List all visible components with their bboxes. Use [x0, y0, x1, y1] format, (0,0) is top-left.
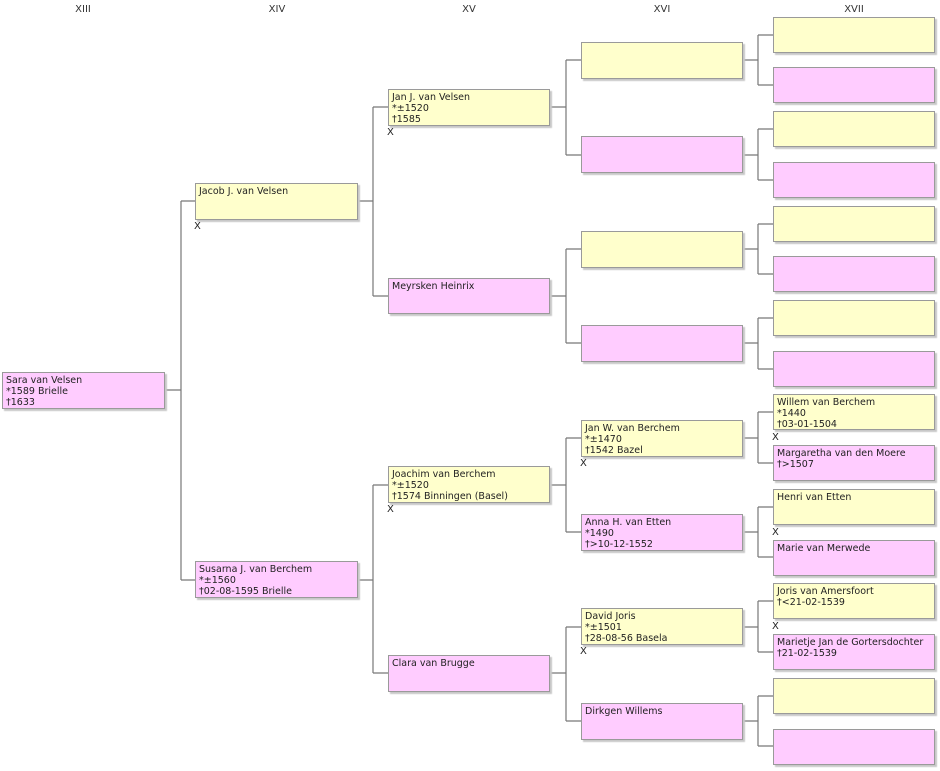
person-name: Jan J. van Velsen: [392, 92, 471, 103]
person-name: David Joris: [585, 611, 636, 622]
person-box-empty[interactable]: [773, 17, 935, 53]
person-box-empty[interactable]: [581, 42, 743, 79]
marriage-marker: X: [194, 221, 201, 232]
person-box-marietje-jan-de-gortersdochter[interactable]: Marietje Jan de Gortersdochter †21-02-15…: [773, 634, 935, 670]
connector-line: [743, 695, 773, 747]
person-box-empty[interactable]: [773, 162, 935, 198]
person-name: Susarna J. van Berchem: [199, 564, 313, 575]
connector-line: [743, 34, 773, 86]
person-death: †21-02-1539: [777, 648, 837, 659]
person-name: Joris van Amersfoort: [777, 586, 874, 597]
person-box-dirkgen-willems[interactable]: Dirkgen Willems: [581, 703, 743, 740]
connector-line: [358, 106, 388, 297]
person-birth: *±1470: [585, 434, 622, 445]
person-name: Margaretha van den Moere: [777, 448, 906, 459]
person-death: †03-01-1504: [777, 419, 837, 430]
marriage-marker: X: [387, 127, 394, 138]
generation-header-xiii: XIII: [75, 4, 91, 15]
person-birth: *1440: [777, 408, 806, 419]
person-name: Marie van Merwede: [777, 543, 871, 554]
person-name: Meyrsken Heinrix: [392, 281, 475, 292]
generation-header-xiv: XIV: [268, 4, 286, 15]
connector-line: [743, 506, 773, 558]
person-box-margaretha-van-den-moere[interactable]: Margaretha van den Moere †>1507: [773, 445, 935, 481]
person-birth: *±1520: [392, 480, 429, 491]
connector-line: [358, 484, 388, 674]
person-box-empty[interactable]: [773, 729, 935, 765]
person-death: †02-08-1595 Brielle: [199, 586, 293, 597]
person-birth: *±1501: [585, 622, 622, 633]
connector-line: [550, 437, 581, 533]
marriage-marker: X: [580, 646, 587, 657]
person-box-jan-van-velsen[interactable]: Jan J. van Velsen *±1520 †1585: [388, 89, 550, 126]
person-box-empty[interactable]: [773, 300, 935, 336]
person-death: †1574 Binningen (Basel): [392, 491, 508, 502]
person-birth: *±1520: [392, 103, 429, 114]
person-box-clara-van-brugge[interactable]: Clara van Brugge: [388, 655, 550, 692]
person-name: Anna H. van Etten: [585, 517, 672, 528]
person-box-joachim-van-berchem[interactable]: Joachim van Berchem *±1520 †1574 Binning…: [388, 466, 550, 503]
connector-line: [550, 626, 581, 722]
marriage-marker: X: [772, 527, 779, 538]
generation-header-xvii: XVII: [844, 4, 864, 15]
person-box-empty[interactable]: [773, 67, 935, 103]
person-box-joris-van-amersfoort[interactable]: Joris van Amersfoort †<21-02-1539: [773, 583, 935, 619]
person-name: Clara van Brugge: [392, 658, 475, 669]
person-box-marie-van-merwede[interactable]: Marie van Merwede: [773, 540, 935, 576]
person-name: Jacob J. van Velsen: [199, 186, 289, 197]
person-death: †>1507: [777, 459, 814, 470]
person-box-empty[interactable]: [581, 325, 743, 362]
generation-header-xv: XV: [462, 4, 476, 15]
connector-line: [743, 600, 773, 653]
marriage-marker: X: [772, 621, 779, 632]
person-box-anna-van-etten[interactable]: Anna H. van Etten *1490 †>10-12-1552: [581, 514, 743, 551]
person-death: †<21-02-1539: [777, 597, 845, 608]
person-box-empty[interactable]: [581, 136, 743, 173]
marriage-marker: X: [580, 458, 587, 469]
person-box-henri-van-etten[interactable]: Henri van Etten: [773, 489, 935, 525]
person-birth: *1490: [585, 528, 614, 539]
person-death: †>10-12-1552: [585, 539, 653, 550]
person-death: †1585: [392, 114, 421, 125]
person-box-sara-van-velsen[interactable]: Sara van Velsen *1589 Brielle †1633: [2, 372, 165, 409]
person-birth: *±1560: [199, 575, 236, 586]
person-death: †1633: [6, 397, 35, 408]
person-box-empty[interactable]: [773, 111, 935, 147]
connector-line: [165, 200, 195, 581]
generation-header-xvi: XVI: [653, 4, 671, 15]
person-death: †1542 Bazel: [585, 445, 643, 456]
person-box-susarna-van-berchem[interactable]: Susarna J. van Berchem *±1560 †02-08-159…: [195, 561, 358, 598]
marriage-marker: X: [387, 504, 394, 515]
person-box-empty[interactable]: [773, 256, 935, 292]
person-box-empty[interactable]: [773, 678, 935, 714]
person-box-willem-van-berchem[interactable]: Willem van Berchem *1440 †03-01-1504: [773, 394, 935, 430]
person-name: Willem van Berchem: [777, 397, 876, 408]
connector-line: [743, 128, 773, 181]
person-birth: *1589 Brielle: [6, 386, 68, 397]
person-box-david-joris[interactable]: David Joris *±1501 †28-08-56 Basela: [581, 608, 743, 645]
person-box-jan-w-van-berchem[interactable]: Jan W. van Berchem *±1470 †1542 Bazel: [581, 420, 743, 457]
person-name: Dirkgen Willems: [585, 706, 663, 717]
connector-line: [743, 411, 773, 464]
person-box-empty[interactable]: [773, 206, 935, 242]
person-box-empty[interactable]: [773, 351, 935, 387]
person-death: †28-08-56 Basela: [585, 633, 668, 644]
connector-line: [743, 317, 773, 370]
person-box-empty[interactable]: [581, 231, 743, 268]
person-name: Jan W. van Berchem: [585, 423, 680, 434]
person-name: Marietje Jan de Gortersdochter: [777, 637, 924, 648]
connector-line: [550, 248, 581, 344]
connector-line: [743, 223, 773, 275]
marriage-marker: X: [772, 432, 779, 443]
person-box-jacob-van-velsen[interactable]: Jacob J. van Velsen: [195, 183, 358, 220]
connector-line: [550, 59, 581, 156]
person-name: Sara van Velsen: [6, 375, 83, 386]
person-name: Henri van Etten: [777, 492, 852, 503]
person-box-meyrsken-heinrix[interactable]: Meyrsken Heinrix: [388, 278, 550, 314]
person-name: Joachim van Berchem: [392, 469, 496, 480]
